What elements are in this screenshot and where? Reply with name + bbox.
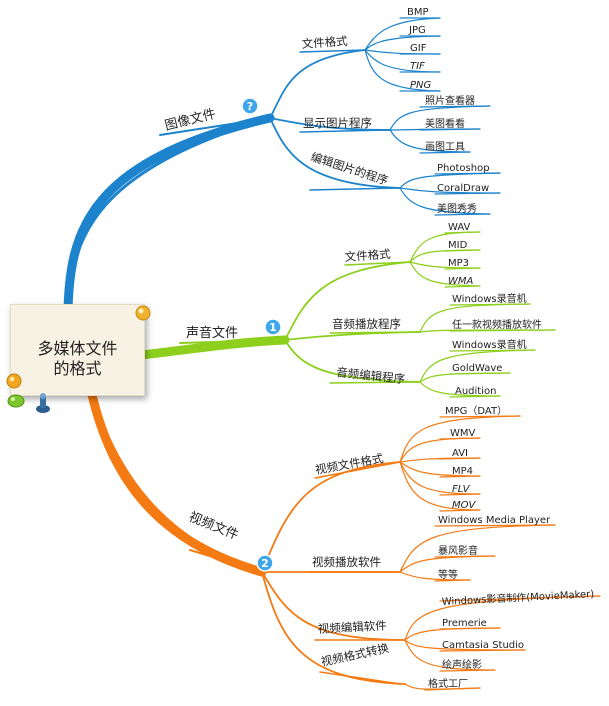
leaf-premerie: Premerie	[442, 618, 487, 629]
leaf-wmp: Windows Media Player	[438, 515, 551, 526]
leaf-audition: Audition	[455, 386, 496, 397]
leaf-labels-image: BMP JPG GIF TIF PNG 照片查看器 美图看看 画图工具 Phot…	[407, 7, 490, 215]
trunk-video-thin	[90, 393, 264, 574]
leaf-mp4: MP4	[452, 466, 473, 477]
leaf-paint: 画图工具	[425, 141, 465, 153]
connector-audio-editors	[284, 339, 421, 383]
trunk-video	[87, 390, 267, 577]
trunk-image-thin	[66, 116, 272, 312]
underline-audio-formats	[344, 261, 411, 266]
group-label-video-formats: 视频文件格式	[314, 451, 385, 477]
leaves-video-players	[399, 524, 556, 582]
marker-audio: 1	[264, 318, 282, 336]
underline-image	[159, 117, 271, 136]
leaves-video-formats	[399, 415, 521, 512]
underline-video	[189, 549, 263, 573]
leaf-photo-viewer: 照片查看器	[425, 94, 475, 107]
leaf-png: PNG	[410, 80, 432, 91]
central-topic-card: 多媒体文件 的格式	[10, 304, 145, 396]
leaf-meitu-kankan: 美图看看	[425, 117, 465, 130]
leaf-win-recorder-play: Windows录音机	[452, 292, 527, 305]
group-label-video-convert: 视频格式转换	[320, 641, 391, 669]
leaf-format-factory: 格式工厂	[428, 677, 468, 690]
leaves-video-editors	[404, 595, 601, 672]
connector-video-convert	[261, 571, 406, 685]
leaf-camtasia: Camtasia Studio	[442, 640, 524, 651]
connector-image-formats	[269, 49, 366, 119]
leaf-gif: GIF	[410, 43, 427, 54]
marker-audio-label: 1	[269, 321, 277, 334]
group-label-audio-formats: 文件格式	[344, 247, 391, 264]
underline-image-editors	[309, 187, 401, 191]
branch-video	[87, 390, 601, 691]
underline-audio-players	[329, 331, 421, 334]
underline-audio	[179, 339, 286, 344]
group-label-image-viewers: 显示图片程序	[303, 116, 372, 130]
leaves-image-editors	[399, 172, 501, 216]
leaf-coraldraw: CoralDraw	[437, 183, 489, 194]
leaf-bmp: BMP	[407, 7, 429, 18]
underline-video-convert	[319, 671, 401, 685]
branch-label-video: 视频文件	[187, 510, 241, 543]
leaf-labels-video: MPG（DAT） WMV AVI MP4 FLV MOV Windows Med…	[428, 405, 595, 690]
leaves-video-convert	[404, 683, 481, 691]
group-label-image-formats: 文件格式	[301, 34, 348, 51]
branch-label-audio: 声音文件	[186, 325, 238, 341]
branch-audio	[137, 231, 556, 398]
leaves-audio-editors	[419, 349, 536, 398]
leaf-meitu-xiuxiu: 美图秀秀	[437, 202, 477, 215]
marker-video-label: 2	[261, 557, 269, 570]
underline-video-formats	[314, 461, 401, 479]
leaf-mp3: MP3	[448, 258, 469, 269]
leaf-win-recorder-edit: Windows录音机	[452, 338, 527, 351]
group-label-video-editors: 视频编辑软件	[317, 618, 387, 636]
leaf-mid: MID	[448, 240, 468, 251]
underline-image-formats	[299, 49, 366, 53]
connector-video-editors	[261, 571, 406, 641]
central-topic-line2: 的格式	[53, 359, 102, 378]
connector-audio-formats	[284, 261, 411, 341]
leaf-jpg: JPG	[408, 25, 426, 36]
underline-audio-editors	[329, 381, 421, 384]
marker-image: ?	[241, 97, 259, 115]
leaf-baofeng: 暴风影音	[438, 544, 478, 557]
leaves-audio-players	[419, 303, 556, 333]
marker-video: 2	[256, 554, 274, 572]
leaf-wmv: WMV	[450, 428, 476, 439]
leaf-huisheng: 绘声绘影	[442, 658, 482, 671]
leaves-image-viewers	[389, 105, 491, 154]
leaf-avi: AVI	[452, 448, 468, 459]
leaf-labels-audio: WAV MID MP3 WMA Windows录音机 任一款视频播放软件 Win…	[448, 222, 542, 397]
leaf-moviemaker: Windows影音制作(MovieMaker)	[441, 587, 594, 608]
connector-image-editors	[269, 117, 401, 189]
leaf-mpg: MPG（DAT）	[445, 405, 507, 417]
leaf-etc: 等等	[438, 568, 458, 581]
leaf-mov: MOV	[452, 500, 476, 511]
leaf-any-video-player: 任一款视频播放软件	[452, 318, 542, 331]
leaves-image-formats	[364, 17, 441, 92]
leaf-goldwave: GoldWave	[452, 363, 502, 374]
leaf-wma: WMA	[448, 276, 474, 287]
central-topic-line1: 多媒体文件	[37, 339, 118, 358]
central-topic: 多媒体文件 的格式	[11, 339, 144, 379]
leaves-audio-formats	[409, 231, 481, 288]
group-label-audio-players: 音频播放程序	[332, 317, 401, 331]
leaf-tif: TIF	[410, 61, 425, 72]
connector-video-formats	[261, 461, 401, 573]
leaf-photoshop: Photoshop	[437, 163, 490, 174]
underline-image-viewers	[299, 129, 391, 133]
leaf-flv: FLV	[452, 484, 471, 495]
branch-image	[63, 17, 501, 315]
leaf-wav: WAV	[448, 222, 471, 233]
group-label-video-players: 视频播放软件	[312, 555, 381, 569]
marker-image-label: ?	[247, 100, 253, 113]
